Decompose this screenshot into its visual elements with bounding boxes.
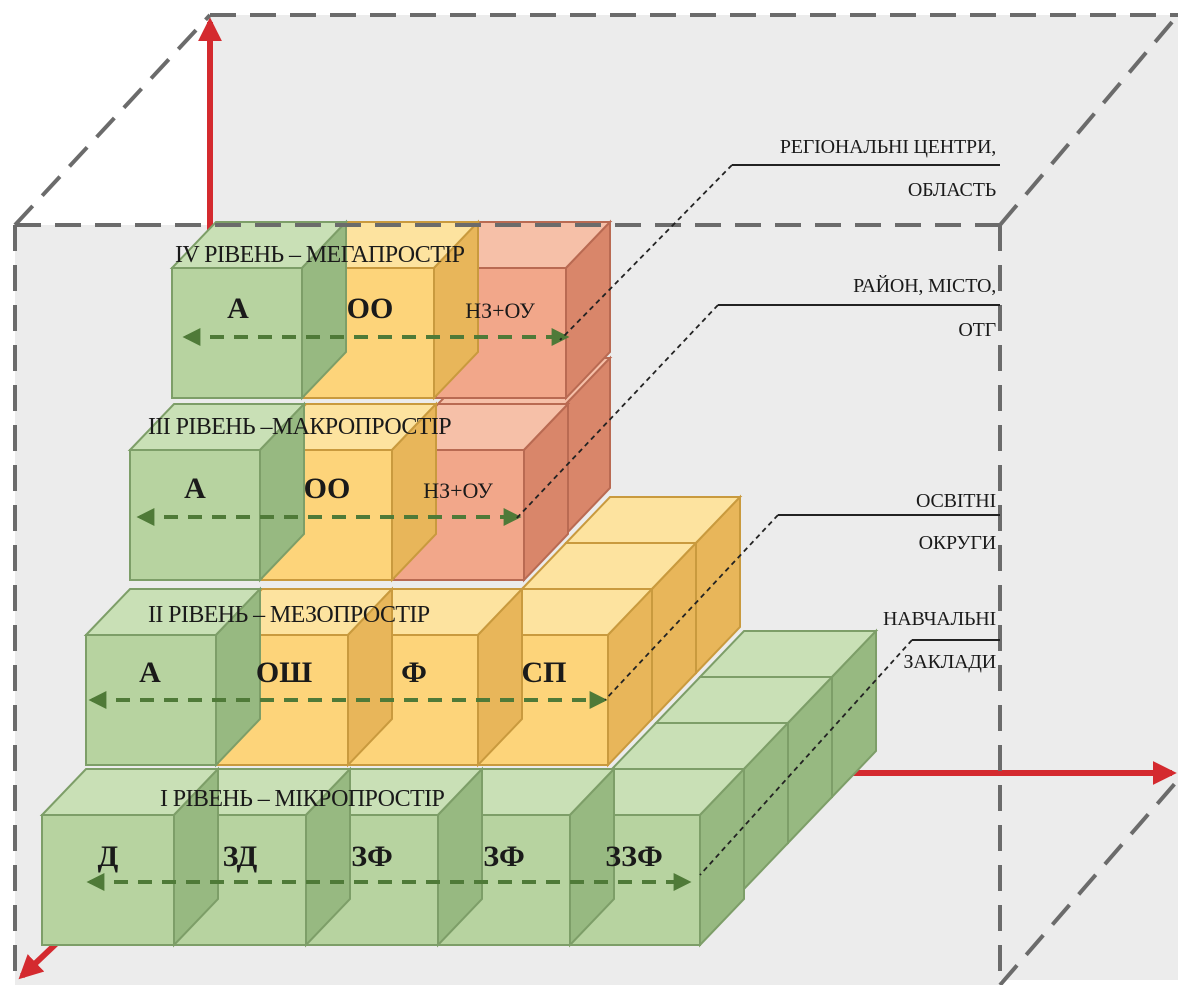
label-regional-line1: РЕГІОНАЛЬНІ ЦЕНТРИ, xyxy=(780,136,996,158)
dashed-space-front xyxy=(13,223,1002,985)
l1-cube-label-4: ЗЗФ xyxy=(605,840,662,873)
l2-cube-label-2: Ф xyxy=(401,656,427,689)
l2-cube-label-0: А xyxy=(139,656,161,689)
l1-cube-0-front xyxy=(41,814,175,946)
label-schools-line2: ЗАКЛАДИ xyxy=(904,651,997,673)
leader-lines xyxy=(514,164,913,876)
label-okrugs-line1: ОСВІТНІ xyxy=(916,490,996,512)
level-2-title: ІІ РІВЕНЬ – МЕЗОПРОСТІР xyxy=(148,602,430,628)
l4-cube-label-0: А xyxy=(227,292,249,325)
label-underlines xyxy=(718,164,1000,641)
label-regional-line2: ОБЛАСТЬ xyxy=(908,179,996,201)
l4-cube-label-1: ОО xyxy=(347,292,394,325)
l1-cube-label-1: ЗД xyxy=(223,840,258,873)
l1-cube-label-2: ЗФ xyxy=(351,840,393,873)
l3-cube-label-0: А xyxy=(184,472,206,505)
level-1-title: І РІВЕНЬ – МІКРОПРОСТІР xyxy=(160,786,444,812)
l1-cube-label-3: ЗФ xyxy=(483,840,525,873)
level-4-title: IV РІВЕНЬ – МЕГАПРОСТІР xyxy=(175,242,465,268)
label-schools-line1: НАВЧАЛЬНІ xyxy=(883,608,996,630)
l3-cube-label-2: НЗ+ОУ xyxy=(423,478,493,503)
cube-stack: Д ЗД ЗФ ЗФ ЗЗФ А ОШ Ф СП А ОО НЗ+ОУ А ОО НЗ+ОУ xyxy=(39,219,879,948)
l3-cube-label-1: ОО xyxy=(304,472,351,505)
l1-cube-label-0: Д xyxy=(98,840,119,873)
label-okrugs-line2: ОКРУГИ xyxy=(919,532,996,554)
dashed-space-box xyxy=(13,13,1178,985)
l4-cube-0-front xyxy=(171,267,303,399)
l4-cube-label-2: НЗ+ОУ xyxy=(465,298,535,323)
l2-cube-label-3: СП xyxy=(522,656,567,689)
label-district-line1: РАЙОН, МІСТО, xyxy=(853,274,996,297)
l2-cube-label-1: ОШ xyxy=(256,656,312,689)
label-district-line2: ОТГ xyxy=(958,319,996,341)
level-3-title: ІІІ РІВЕНЬ –МАКРОПРОСТІР xyxy=(148,414,451,440)
